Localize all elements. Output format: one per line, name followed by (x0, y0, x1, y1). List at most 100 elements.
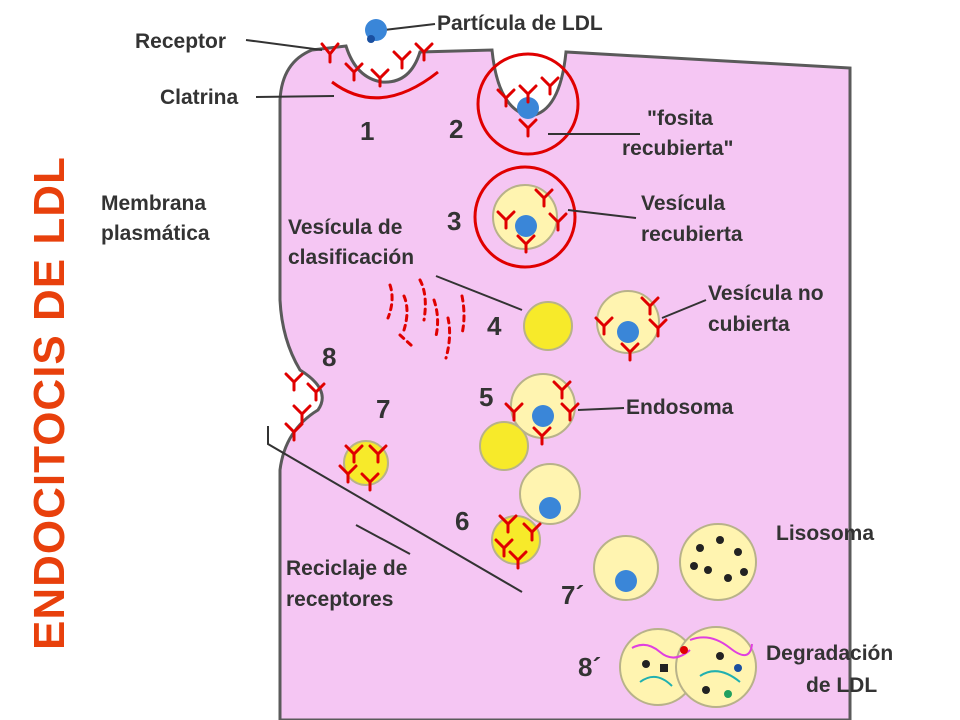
step-2-number: 2 (449, 114, 463, 144)
receptor-6d (508, 550, 528, 570)
receptor-1e (414, 42, 434, 62)
receptor-8c (292, 404, 312, 424)
lysosome-dot-4 (704, 566, 712, 574)
receptor-3b (496, 210, 516, 230)
receptor-3a (534, 188, 554, 208)
diagram-title: ENDOCITOCIS DE LDL (25, 156, 74, 650)
endosome-yellow-bud (479, 421, 529, 471)
label-endosoma: Endosoma (626, 396, 734, 419)
degradation-dot-5 (702, 686, 710, 694)
receptor-4b (594, 316, 614, 336)
label-fosita-2: recubierta" (622, 137, 734, 160)
step-6-number: 6 (455, 506, 469, 536)
label-ves-rec-1: Vesícula (641, 192, 725, 215)
label-degradacion-1: Degradación (766, 642, 893, 665)
sorting-vesicle (523, 301, 573, 351)
label-lisosoma: Lisosoma (776, 522, 874, 545)
label-ves-clas-2: clasificación (288, 246, 414, 269)
ldl-particle-6 (539, 497, 561, 519)
recycling-vesicle-group (338, 440, 389, 492)
label-reciclaje-1: Reciclaje de (286, 557, 407, 580)
lysosome-dot-5 (724, 574, 732, 582)
ldl-particle-3 (515, 215, 537, 237)
degradation-fragment-1 (660, 664, 668, 672)
degradation-dot-2 (680, 646, 688, 654)
coated-vesicle-ring (473, 165, 577, 269)
receptor-8a (284, 372, 304, 392)
coated-pit-ring (476, 52, 580, 156)
receptor-5d (532, 426, 552, 446)
label-membrana-1: Membrana (101, 192, 206, 215)
step-6-group (491, 463, 581, 570)
receptor-7a (344, 444, 364, 464)
receptor-7d (360, 472, 380, 492)
ldl-particle-2 (517, 97, 539, 119)
receptor-1a (320, 42, 340, 64)
lysosome-dot-1 (696, 544, 704, 552)
receptor-7c (338, 464, 358, 484)
receptor-1d (392, 50, 412, 70)
leader-vesicula-recubierta (567, 209, 637, 219)
step-3-number: 3 (447, 206, 461, 236)
step-8b-number: 8´ (578, 652, 601, 682)
step-7b-vesicle (593, 535, 659, 601)
lysosome-group (679, 523, 757, 601)
recycled-receptors-membrane (284, 372, 326, 442)
step-7-number: 7 (376, 394, 390, 424)
receptor-8d (284, 422, 304, 442)
degradation-dot-4 (734, 664, 742, 672)
leader-endosoma (577, 407, 625, 411)
degradation-vesicle-2 (675, 626, 757, 708)
label-clatrina: Clatrina (160, 86, 239, 109)
label-ves-nocub-2: cubierta (708, 313, 790, 336)
step-3-group (473, 165, 577, 269)
clathrin-coat-1 (331, 70, 439, 100)
degradation-fiber-3 (639, 675, 673, 687)
label-ves-clas-1: Vesícula de (288, 216, 402, 239)
degradation-fiber-1 (631, 643, 691, 659)
receptor-6a (498, 514, 518, 534)
degradation-fiber-4 (699, 670, 741, 683)
receptor-4a (640, 296, 660, 316)
step-7b-number: 7´ (561, 580, 584, 610)
degradation-dot-6 (724, 690, 732, 698)
lysosome-dot-7 (690, 562, 698, 570)
step-6-vesicle (519, 463, 581, 525)
receptor-2a (496, 88, 516, 108)
step-1-group (320, 19, 439, 100)
leader-ldl (383, 23, 436, 31)
step-2-group (476, 52, 580, 156)
receptor-2c (540, 76, 560, 96)
receptor-3d (516, 234, 536, 254)
receptor-2d (518, 118, 538, 138)
leader-vesicula-clasificacion (435, 275, 523, 311)
ldl-particle-5 (532, 405, 554, 427)
receptor-3c (548, 212, 568, 232)
uncoated-vesicle-group (594, 290, 668, 362)
leader-clatrina (255, 95, 335, 98)
degradation-dot-1 (642, 660, 650, 668)
lysosome (679, 523, 757, 601)
receptor-5a (552, 380, 572, 400)
degradation-group (619, 626, 757, 708)
label-ves-rec-2: recubierta (641, 223, 743, 246)
receptor-4c (648, 318, 668, 338)
degradation-dot-3 (716, 652, 724, 660)
label-reciclaje-2: receptores (286, 588, 393, 611)
receptor-8b (306, 382, 326, 402)
step-5-number: 5 (479, 382, 493, 412)
step-1-number: 1 (360, 116, 374, 146)
leader-vesicula-no-cubierta (661, 299, 707, 319)
receptor-7b (368, 444, 388, 464)
leader-reciclaje (267, 426, 523, 593)
ldl-particle-core (367, 35, 375, 43)
ldl-particle-4 (617, 321, 639, 343)
receptor-5c (560, 402, 580, 422)
leader-reciclaje-label (355, 524, 411, 555)
step-8-number: 8 (322, 342, 336, 372)
label-fosita-1: "fosita (647, 107, 713, 130)
receptor-1c (370, 68, 390, 88)
ldl-particle-7b (615, 570, 637, 592)
receptor-1b (344, 62, 364, 82)
receptor-6b (522, 522, 542, 542)
